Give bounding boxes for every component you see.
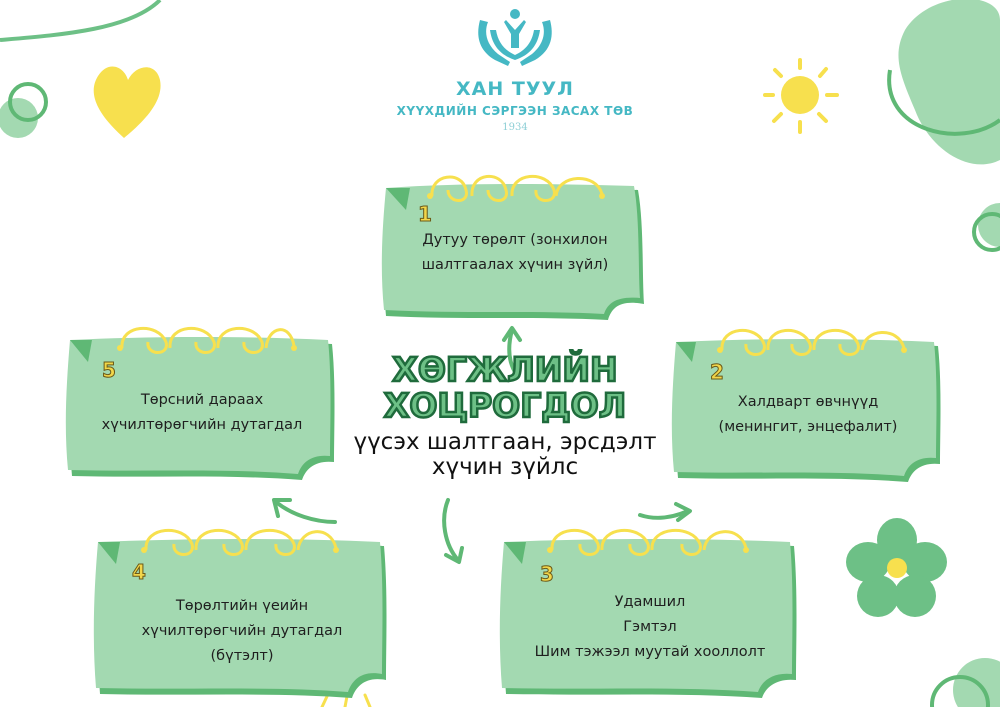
arrow-icon-right <box>638 502 692 522</box>
swirl-line-decoration <box>0 0 162 42</box>
card-line: Төрсний дараах <box>140 392 264 408</box>
card-text: Төрсний дараах хүчилтөрөгчийн дутагдал <box>66 388 338 438</box>
sun-icon <box>763 58 839 134</box>
center-title: Хөгжлийн хоцрогдол <box>370 350 640 425</box>
hands-logo-icon <box>478 9 552 66</box>
note-shape <box>671 329 941 482</box>
circle-decoration-right <box>978 203 1000 247</box>
center-title-line: хоцрогдол <box>383 386 628 425</box>
card-4: 4 Төрөлтийн үеийн хүчилтөрөгчийн дутагда… <box>93 520 390 700</box>
card-5: 5 Төрсний дараах хүчилтөрөгчийн дутагдал <box>65 320 338 482</box>
logo-title: ХАН ТУУЛ <box>456 78 574 100</box>
wave-line-decoration <box>887 69 1000 136</box>
card-number: 3 <box>540 562 555 587</box>
ring-decoration <box>8 82 48 122</box>
logo: ХАН ТУУЛ ХҮҮХДИЙН СЭРГЭЭН ЗАСАХ ТӨВ 1934 <box>380 0 650 145</box>
card-line: Гэмтэл <box>623 619 677 635</box>
center-title-line: Хөгжлийн <box>391 350 619 389</box>
center-subtitle-line: үүсэх шалтгаан, эрсдэлт <box>353 429 657 455</box>
card-text: Халдварт өвчнүүд (менингит, энцефалит) <box>672 390 944 440</box>
flower-icon <box>846 518 947 617</box>
card-text: Удамшил Гэмтэл Шим тэжээл муутай хооллол… <box>500 590 800 665</box>
arrow-icon-up <box>502 326 522 374</box>
note-shape <box>499 529 797 698</box>
card-line: Төрөлтийн үеийн <box>175 598 309 614</box>
note-shape <box>65 327 335 480</box>
card-line: хүчилтөрөгчийн дутагдал <box>141 623 343 639</box>
card-line: шалтгаалах хүчин зүйл) <box>421 257 609 273</box>
card-number: 2 <box>710 360 725 385</box>
card-text: Төрөлтийн үеийн хүчилтөрөгчийн дутагдал … <box>94 594 390 669</box>
card-number: 5 <box>102 358 117 383</box>
card-line: Дутуу төрөлт (зонхилон <box>422 232 608 248</box>
card-text: Дутуу төрөлт (зонхилон шалтгаалах хүчин … <box>382 228 648 278</box>
card-1: 1 Дутуу төрөлт (зонхилон шалтгаалах хүчи… <box>381 174 648 324</box>
card-line: Шим тэжээл муутай хооллолт <box>534 644 766 660</box>
heart-icon <box>93 66 161 138</box>
card-2: 2 Халдварт өвчнүүд (менингит, энцефалит) <box>671 324 944 484</box>
note-shape <box>93 529 387 698</box>
card-line: Удамшил <box>614 594 686 610</box>
note-shape <box>381 174 644 320</box>
card-line: (менингит, энцефалит) <box>718 419 898 435</box>
ring-decoration-bottom <box>930 675 990 707</box>
card-number: 4 <box>132 560 147 585</box>
ring-decoration-right <box>972 212 1000 252</box>
card-line: Халдварт өвчнүүд <box>737 394 879 410</box>
arrow-icon-down <box>442 498 464 564</box>
center-subtitle: үүсэх шалтгаан, эрсдэлт хүчин зүйлс <box>340 430 670 480</box>
card-number: 1 <box>418 202 433 227</box>
card-line: (бүтэлт) <box>210 648 274 664</box>
logo-subtitle: ХҮҮХДИЙН СЭРГЭЭН ЗАСАХ ТӨВ <box>396 104 634 118</box>
blob-decoration <box>898 0 1000 165</box>
logo-year: 1934 <box>502 122 528 133</box>
center-subtitle-line: хүчин зүйлс <box>431 454 579 480</box>
arrow-icon-left <box>272 498 337 524</box>
card-3: 3 Удамшил Гэмтэл Шим тэжээл муутай хоолл… <box>499 522 800 700</box>
card-line: хүчилтөрөгчийн дутагдал <box>101 417 303 433</box>
